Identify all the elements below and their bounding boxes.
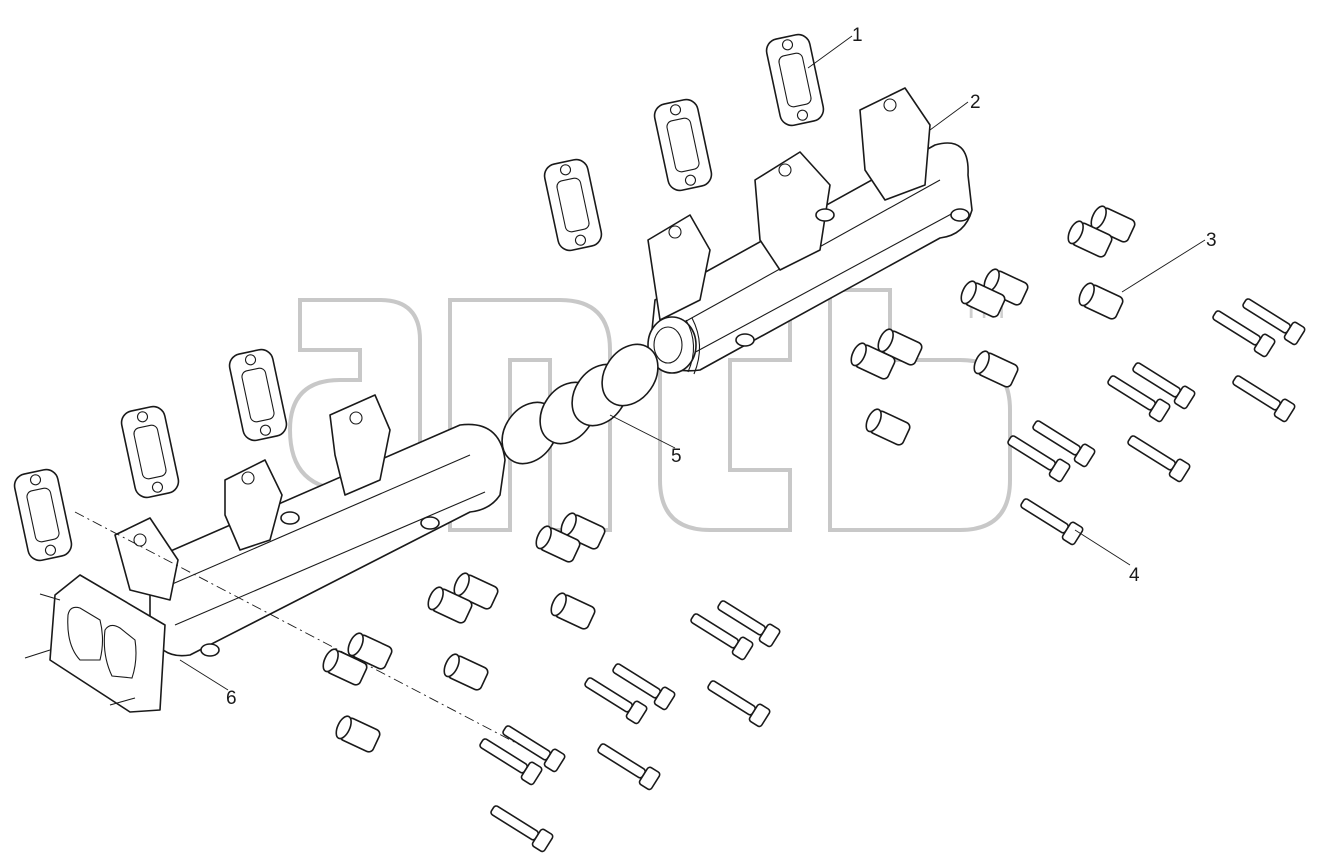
manifold-upper (647, 87, 973, 375)
bolt-group-upper (1007, 298, 1306, 546)
sleeve-group-upper (850, 205, 1136, 446)
assembly-axis-line (74, 511, 521, 746)
gasket-lower-2 (120, 405, 180, 499)
sealing-rings (501, 343, 659, 465)
sleeve-group-lower (322, 512, 606, 753)
bolt-group-lower (479, 600, 781, 853)
gasket-lower-3 (13, 468, 73, 562)
manifold-lower (24, 394, 506, 713)
callout-1: 1 (852, 25, 863, 46)
callout-3: 3 (1206, 230, 1217, 251)
callout-5: 5 (671, 446, 682, 467)
gasket-upper-3 (543, 158, 603, 252)
callout-4: 4 (1129, 565, 1140, 586)
callout-6: 6 (226, 688, 237, 709)
callout-2: 2 (970, 92, 981, 113)
gasket-upper-2 (653, 98, 713, 192)
gasket-lower-1 (228, 348, 288, 442)
gasket-upper-1 (765, 33, 825, 127)
callout-leaders (179, 35, 1206, 691)
